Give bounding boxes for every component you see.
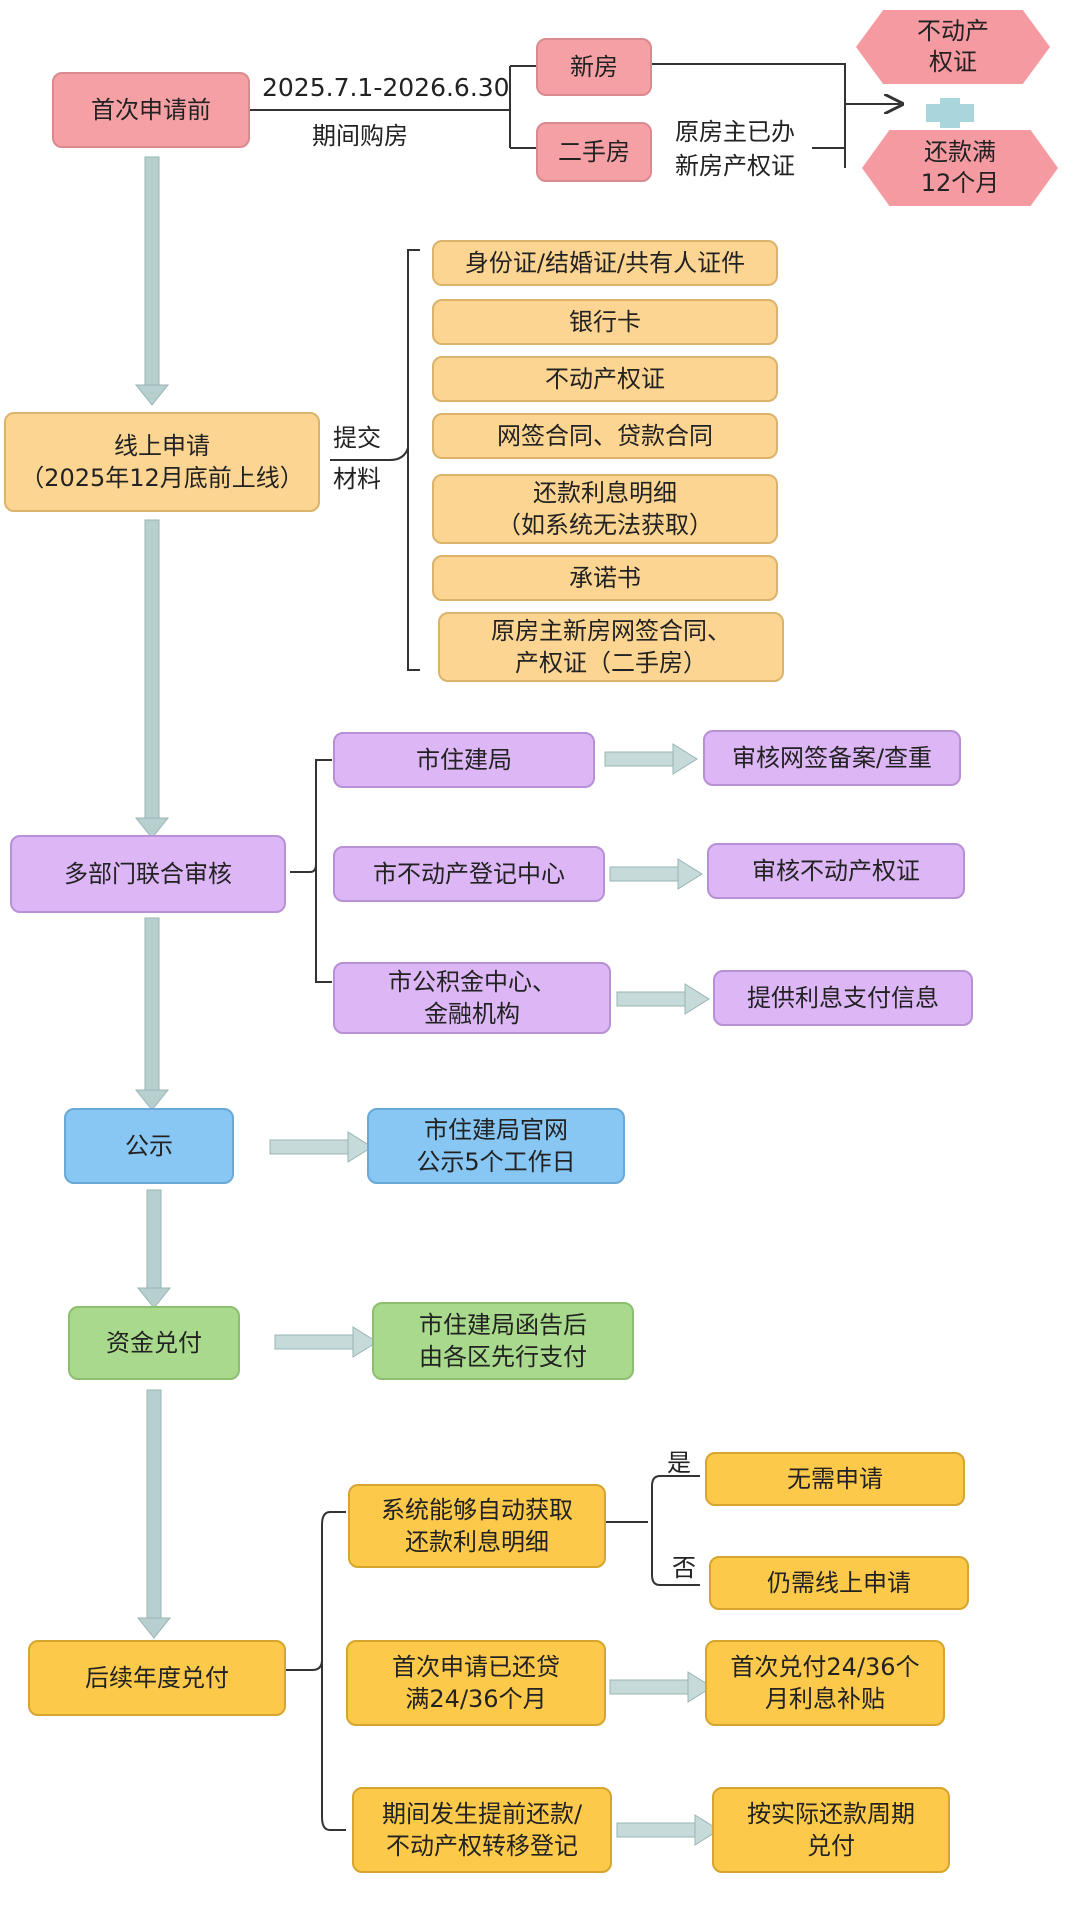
auto-fetch-condition-box: 系统能够自动获取 还款利息明细 [348,1484,606,1568]
online-application-still-needed-label: 仍需线上申请 [767,1568,911,1597]
flow-arrow-2 [134,519,170,839]
submit-materials-label: 提交 材料 [333,424,381,493]
side-arrow-publicity [269,1131,373,1163]
materials-bracket [330,249,420,671]
main-flow-arrows [134,156,172,1639]
side-arrow-fund [616,983,710,1015]
plus-icon [926,98,974,128]
material-item: 身份证/结婚证/共有人证件 [432,240,778,286]
dept-label: 市不动产登记中心 [373,859,565,888]
no-application-needed-label: 无需申请 [787,1464,883,1493]
property-certificate-badge: 不动产 权证 [856,10,1050,84]
before-first-application-label: 首次申请前 [91,95,211,124]
fund-payment-detail-box: 市住建局函告后 由各区先行支付 [372,1302,634,1380]
fund-payment-label: 资金兑付 [106,1328,202,1357]
task-contract-check: 审核网签备案/查重 [703,730,961,786]
repaid-24-36-months-label: 首次申请已还贷 满24/36个月 [392,1652,560,1713]
branch-yes-label: 是 [667,1449,691,1477]
material-item: 网签合同、贷款合同 [432,413,778,459]
dept-fund-center: 市公积金中心、 金融机构 [333,962,611,1034]
early-repayment-transfer-box: 期间发生提前还款/ 不动产权转移登记 [352,1787,612,1873]
flow-arrow-3 [134,917,170,1111]
online-application-label: 线上申请 （2025年12月底前上线） [20,431,304,492]
material-item: 原房主新房网签合同、 产权证（二手房） [438,612,784,682]
material-label: 原房主新房网签合同、 产权证（二手房） [491,616,731,677]
side-arrow-housing [604,743,698,775]
material-label: 承诺书 [569,563,641,592]
review-bracket [290,759,332,983]
second-hand-house-box: 二手房 [536,122,652,182]
annual-payment-label: 后续年度兑付 [85,1663,229,1692]
auto-fetch-condition-label: 系统能够自动获取 还款利息明细 [381,1495,573,1556]
side-arrow-payment [274,1326,378,1358]
task-label: 审核不动产权证 [752,856,920,885]
second-hand-condition-note: 原房主已办 新房产权证 [675,118,795,180]
repayment-12-months-badge: 还款满 12个月 [862,130,1058,206]
task-label: 审核网签备案/查重 [731,743,933,772]
joint-review-label: 多部门联合审核 [64,859,232,888]
no-application-needed-box: 无需申请 [705,1452,965,1506]
purchase-period-caption: 期间购房 [312,122,408,150]
repayment-12-months-label: 还款满 12个月 [920,137,1000,197]
before-first-application-box: 首次申请前 [52,72,250,148]
flow-arrow-5 [136,1389,172,1639]
material-item: 承诺书 [432,555,778,601]
dept-housing-bureau: 市住建局 [333,732,595,788]
publicity-label: 公示 [125,1131,173,1160]
early-repayment-transfer-label: 期间发生提前还款/ 不动产权转移登记 [381,1799,583,1860]
material-label: 不动产权证 [545,364,665,393]
material-item: 不动产权证 [432,356,778,402]
publicity-detail-box: 市住建局官网 公示5个工作日 [367,1108,625,1184]
dept-registry-center: 市不动产登记中心 [333,846,605,902]
dept-label: 市公积金中心、 金融机构 [388,967,556,1028]
material-label: 身份证/结婚证/共有人证件 [464,248,746,277]
flow-arrow-1 [134,156,170,406]
online-application-box: 线上申请 （2025年12月底前上线） [4,412,320,512]
side-arrow-case2 [609,1671,713,1703]
publicity-detail-label: 市住建局官网 公示5个工作日 [416,1115,576,1176]
property-certificate-label: 不动产 权证 [917,16,989,76]
task-certificate-check: 审核不动产权证 [707,843,965,899]
annual-bracket [285,1475,700,1831]
material-item: 银行卡 [432,299,778,345]
joint-review-box: 多部门联合审核 [10,835,286,913]
new-house-box: 新房 [536,38,652,96]
actual-cycle-payment-box: 按实际还款周期 兑付 [712,1787,950,1873]
flow-arrow-4 [136,1189,172,1309]
side-arrows [269,743,720,1846]
material-item: 还款利息明细 （如系统无法获取） [432,474,778,544]
dept-label: 市住建局 [416,745,512,774]
branch-no-label: 否 [672,1554,696,1582]
second-hand-house-label: 二手房 [558,137,630,166]
material-label: 网签合同、贷款合同 [497,421,713,450]
repaid-24-36-months-box: 首次申请已还贷 满24/36个月 [346,1640,606,1726]
side-arrow-case3 [616,1814,720,1846]
fund-payment-detail-label: 市住建局函告后 由各区先行支付 [419,1310,587,1371]
actual-cycle-payment-label: 按实际还款周期 兑付 [747,1799,915,1860]
purchase-period: 2025.7.1-2026.6.30 [262,73,510,102]
material-label: 银行卡 [569,307,641,336]
step1-connector-lines [250,63,900,168]
fund-payment-box: 资金兑付 [68,1306,240,1380]
material-label: 还款利息明细 （如系统无法获取） [497,478,713,539]
publicity-box: 公示 [64,1108,234,1184]
online-application-still-needed-box: 仍需线上申请 [709,1556,969,1610]
first-payment-subsidy-box: 首次兑付24/36个 月利息补贴 [705,1640,945,1726]
first-payment-subsidy-label: 首次兑付24/36个 月利息补贴 [730,1652,920,1713]
task-interest-info: 提供利息支付信息 [713,970,973,1026]
task-label: 提供利息支付信息 [747,983,939,1012]
new-house-label: 新房 [570,52,618,81]
side-arrow-registry [609,858,703,890]
annual-payment-box: 后续年度兑付 [28,1640,286,1716]
